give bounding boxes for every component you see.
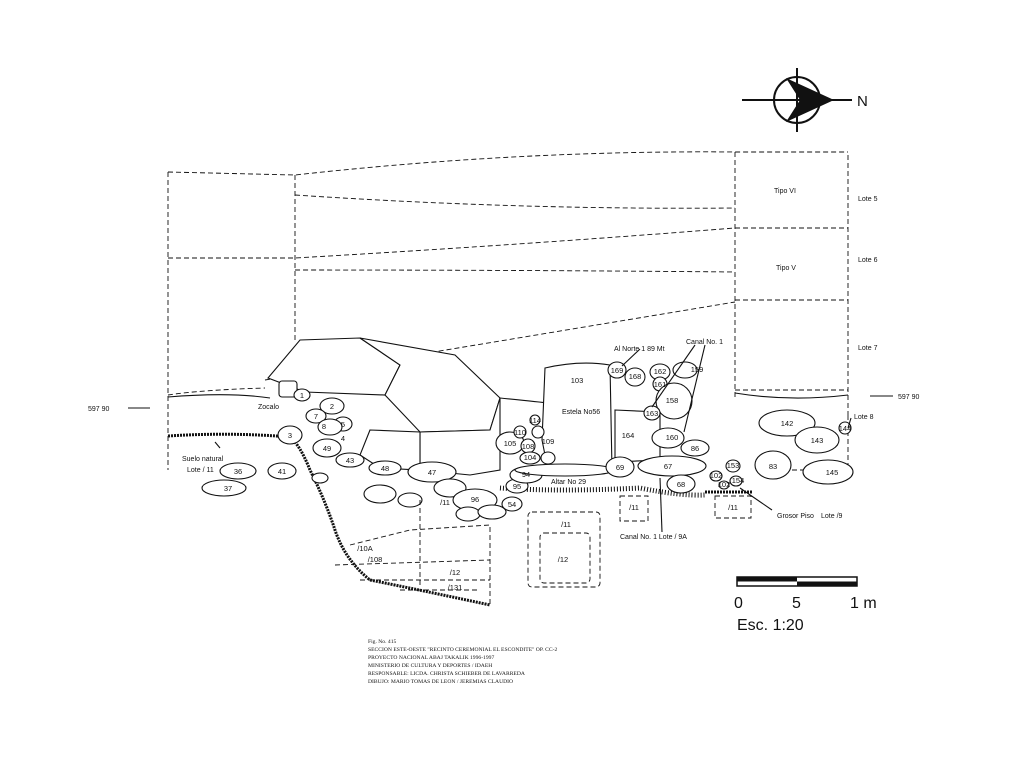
stone-label: 95 — [513, 482, 521, 491]
stone-label: 108 — [522, 442, 535, 451]
credit-line: SECCION ESTE-OESTE "RECINTO CEREMONIAL E… — [368, 647, 557, 653]
numbered-stones — [201, 361, 854, 522]
canal-bottom-label: Canal No. 1 Lote / 9A — [620, 534, 687, 541]
stone-label: 43 — [346, 456, 354, 465]
stone-label: 83 — [769, 462, 777, 471]
stone-label: 102 — [718, 480, 731, 489]
stone-label: 96 — [471, 495, 479, 504]
lower-pits — [334, 495, 752, 605]
stone-label: 5 — [341, 420, 345, 429]
soil-cut-line — [167, 432, 752, 607]
stone-label: /12 — [450, 568, 460, 577]
scale-tick-5: 5 — [792, 595, 801, 612]
stone-label: 3 — [288, 431, 292, 440]
coord-left-label: 597 90 — [88, 406, 110, 413]
stone-label: 36 — [234, 467, 242, 476]
scale-bar: 0 5 1 m Esc. 1:20 — [734, 576, 877, 634]
tipo-6-label: Tipo VI — [774, 188, 796, 195]
al-norte-label: Al Norte 1 89 Mt — [614, 346, 665, 353]
credit-line: RESPONSABLE: LICDA. CHRISTA SCHIEBER DE … — [368, 671, 525, 677]
stone-label: 8 — [322, 422, 326, 431]
stone-label: 158 — [666, 396, 679, 405]
stone-label: 159 — [691, 365, 704, 374]
stone-label: 168 — [629, 372, 642, 381]
north-arrow-icon — [742, 68, 852, 132]
stone-label: /11 — [561, 520, 571, 529]
stone-label: 163 — [646, 409, 659, 418]
stone-label: 143 — [811, 436, 824, 445]
stone-label: 161 — [654, 380, 667, 389]
lote-6-label: Lote 6 — [858, 257, 878, 264]
stone-labels: 1 2 3 4 5 7 8 36 37 41 43 47 48 49 54 67… — [224, 365, 851, 592]
stone-label: /10A — [357, 544, 372, 553]
stone-label: 69 — [616, 463, 624, 472]
lote-7-label: Lote 7 — [858, 345, 878, 352]
stone-label: 169 — [611, 366, 624, 375]
stone-label: 109 — [542, 437, 555, 446]
stone-label: 1 — [300, 391, 304, 400]
credit-line: Fig. No. 415 — [368, 639, 396, 645]
stone-label: 154 — [732, 476, 745, 485]
stone-label: 41 — [278, 467, 286, 476]
stone-label: 162 — [654, 367, 667, 376]
lote-8-label: Lote 8 — [854, 414, 874, 421]
credit-line: DIBUJO: MARIO TOMAS DE LEON / JEREMIAS C… — [368, 679, 513, 685]
stone-label: 114 — [529, 416, 541, 425]
large-stones — [267, 337, 661, 476]
north-label: N — [857, 93, 868, 110]
stone-label: 102 — [710, 471, 723, 480]
stone-label: 48 — [381, 464, 389, 473]
stone-label: 153 — [727, 461, 740, 470]
stone-label: /11 — [728, 503, 738, 512]
lote-5-label: Lote 5 — [858, 196, 878, 203]
scale-tick-1m: 1 m — [850, 595, 877, 612]
section-labels: 597 90 597 90 Tipo VI Tipo V Lote 5 Lote… — [88, 188, 920, 541]
stone-label: 144 — [839, 424, 852, 433]
coord-right-label: 597 90 — [898, 394, 920, 401]
stone-label: 4 — [341, 434, 345, 443]
tipo-5-label: Tipo V — [776, 265, 796, 272]
stone-label: /11 — [629, 503, 639, 512]
credit-line: MINISTERIO DE CULTURA Y DEPORTES / IDAEH — [368, 663, 492, 669]
stone-label: /11 — [440, 498, 450, 507]
lote-11-label: Lote / 11 — [187, 467, 214, 474]
stone-label: 142 — [781, 419, 794, 428]
zocalo-label: Zocalo — [258, 404, 279, 411]
stone-label: 94 — [522, 470, 530, 479]
stone-label: 86 — [691, 444, 699, 453]
scale-tick-0: 0 — [734, 595, 743, 612]
suelo-label: Suelo natural — [182, 456, 224, 463]
stone-label: 104 — [524, 453, 537, 462]
credit-line: PROYECTO NACIONAL ABAJ TAKALIK 1996-1997 — [368, 655, 494, 661]
stone-label: 37 — [224, 484, 232, 493]
scale-caption: Esc. 1:20 — [737, 617, 804, 634]
credits-block: Fig. No. 415 SECCION ESTE-OESTE "RECINTO… — [368, 639, 557, 685]
pointer-lines — [214, 344, 852, 533]
canal-top-label: Canal No. 1 — [686, 339, 723, 346]
stone-label: 105 — [504, 439, 517, 448]
stone-label: 68 — [677, 480, 685, 489]
stone-label: 164 — [622, 431, 635, 440]
stone-label: 67 — [664, 462, 672, 471]
stone-label: 145 — [826, 468, 839, 477]
estela-label: Estela No56 — [562, 409, 600, 416]
stone-label: 7 — [314, 412, 318, 421]
stone-label: 110 — [514, 428, 526, 437]
stone-label: 49 — [323, 444, 331, 453]
profile-grid — [167, 151, 849, 475]
stone-label: 47 — [428, 468, 436, 477]
stone-label: 2 — [330, 402, 334, 411]
stone-label: /108 — [368, 555, 383, 564]
grosor-label: Grosor Piso — [777, 513, 814, 520]
stone-label: 103 — [571, 376, 584, 385]
stone-label: 160 — [666, 433, 679, 442]
stone-label: /131 — [448, 583, 463, 592]
lote-9-label: Lote /9 — [821, 513, 843, 520]
datum-lines — [128, 392, 893, 409]
stone-label: 54 — [508, 500, 516, 509]
altar-label: Altar No 29 — [551, 479, 586, 486]
stone-label: /12 — [558, 555, 568, 564]
